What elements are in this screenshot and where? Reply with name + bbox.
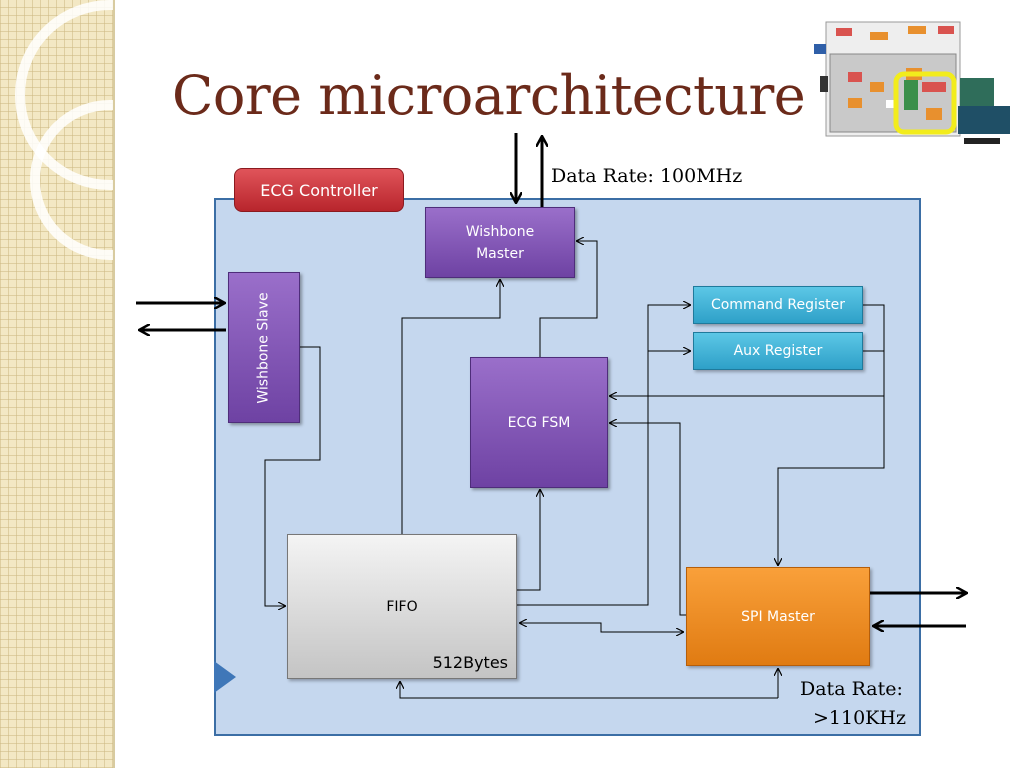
system-overview-thumbnail: [814, 21, 1010, 144]
spi-master-block: SPI Master: [686, 567, 870, 666]
slide-title: Core microarchitecture: [172, 64, 806, 127]
wishbone-slave-label: Wishbone Slave: [256, 291, 273, 404]
ecg-controller-label: ECG Controller: [234, 168, 404, 212]
decorative-side-panel: [0, 0, 113, 768]
wishbone-master-label-line2: Master: [476, 245, 524, 262]
spi-master-label: SPI Master: [741, 608, 815, 625]
wishbone-slave-block: Wishbone Slave: [228, 272, 300, 423]
side-panel-edge: [113, 0, 115, 768]
fifo-block: FIFO 512Bytes: [287, 534, 517, 679]
command-register-block: Command Register: [693, 286, 863, 324]
wishbone-master-block: Wishbone Master: [425, 207, 575, 278]
slide-marker-icon: [214, 661, 236, 693]
wishbone-master-label-line1: Wishbone: [465, 223, 535, 240]
aux-register-block: Aux Register: [693, 332, 863, 370]
bottom-data-rate-note-line2: >110KHz: [813, 707, 906, 729]
top-data-rate-note: Data Rate: 100MHz: [551, 165, 743, 187]
fifo-label: FIFO: [386, 598, 418, 615]
bottom-data-rate-note-line1: Data Rate:: [800, 678, 903, 700]
ecg-fsm-block: ECG FSM: [470, 357, 608, 488]
decorative-rings-icon: [15, 0, 113, 260]
ecg-fsm-label: ECG FSM: [507, 414, 571, 431]
fifo-size-label: 512Bytes: [432, 653, 508, 672]
command-register-label: Command Register: [710, 297, 846, 313]
aux-register-label: Aux Register: [733, 343, 823, 359]
